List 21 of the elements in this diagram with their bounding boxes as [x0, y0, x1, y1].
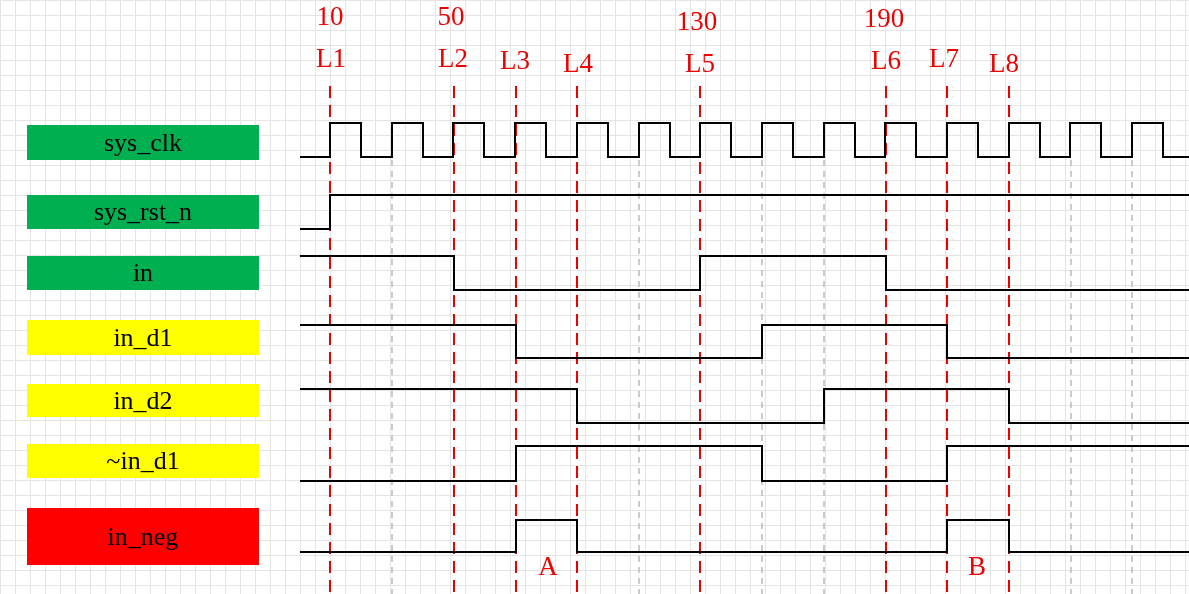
- time-label: 50: [437, 3, 465, 30]
- signal-label: in: [27, 256, 259, 290]
- signal-label: sys_rst_n: [27, 195, 259, 229]
- signal-label: in_d1: [27, 320, 259, 355]
- line-label: L4: [563, 50, 593, 77]
- line-label: L3: [500, 47, 530, 74]
- signal-label: in_neg: [27, 508, 259, 565]
- line-label: L2: [438, 45, 468, 72]
- signal-label: sys_clk: [27, 125, 259, 160]
- time-label: 190: [863, 5, 905, 32]
- point-label: B: [968, 553, 986, 580]
- line-label: L1: [316, 45, 346, 72]
- time-label: 130: [676, 8, 718, 35]
- line-label: L7: [929, 45, 959, 72]
- line-label: L5: [685, 50, 715, 77]
- point-label: A: [538, 553, 558, 580]
- time-label: 10: [316, 3, 344, 30]
- line-label: L6: [871, 47, 901, 74]
- line-label: L8: [989, 50, 1019, 77]
- signal-label: in_d2: [27, 384, 259, 417]
- signal-label: ~in_d1: [27, 444, 259, 478]
